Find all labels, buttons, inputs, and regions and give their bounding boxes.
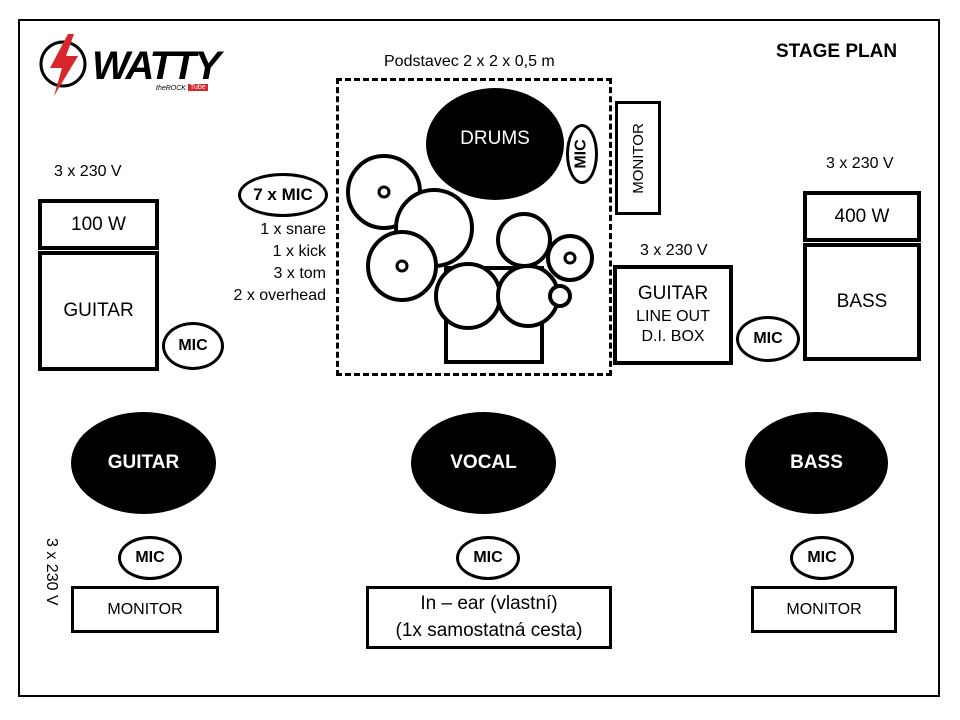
logo-wordmark: WATTY bbox=[92, 44, 221, 88]
mic-list-item: 1 x kick bbox=[272, 243, 326, 260]
page-title: STAGE PLAN bbox=[776, 41, 898, 62]
left-guitar-mic: MIC bbox=[162, 322, 224, 370]
mic-list-item: 3 x tom bbox=[273, 265, 326, 282]
in-ear-box: In – ear (vlastní) (1x samostatná cesta) bbox=[366, 586, 612, 649]
drum-monitor: MONITOR bbox=[615, 101, 661, 215]
bass-cabinet: BASS bbox=[803, 243, 921, 361]
watty-logo: WATTY theROCK Tube bbox=[36, 34, 221, 100]
logo-tagline: theROCK bbox=[156, 85, 186, 92]
di-box-line-2: LINE OUT bbox=[636, 307, 710, 325]
drums-label: DRUMS bbox=[460, 128, 530, 149]
left-guitar-amp-head: 100 W bbox=[38, 199, 159, 250]
front-left-mic: MIC bbox=[118, 536, 182, 580]
stage-frame bbox=[18, 19, 940, 697]
lightning-bolt-icon bbox=[39, 34, 87, 96]
center-guitar-power: 3 x 230 V bbox=[640, 242, 708, 259]
drum-mic-group: 7 x MIC bbox=[238, 173, 328, 217]
di-box-line-1: GUITAR bbox=[637, 282, 709, 304]
logo-badge: Tube bbox=[188, 84, 208, 91]
bass-power: 3 x 230 V bbox=[826, 155, 894, 172]
riser-label: Podstavec 2 x 2 x 0,5 m bbox=[384, 53, 555, 70]
front-right-monitor: MONITOR bbox=[751, 586, 897, 633]
front-left-power: 3 x 230 V bbox=[43, 538, 60, 606]
mic-list-item: 1 x snare bbox=[260, 221, 326, 238]
drum-snare bbox=[434, 262, 502, 330]
guitar-performer: GUITAR bbox=[71, 412, 216, 514]
drum-tom-2 bbox=[496, 212, 552, 268]
drums-position: DRUMS bbox=[426, 88, 564, 200]
drum-mic-list: 1 x snare 1 x kick 3 x tom 2 x overhead bbox=[208, 219, 326, 307]
bass-mic: MIC bbox=[736, 316, 800, 362]
drum-ride bbox=[366, 230, 438, 302]
drum-hihat bbox=[546, 234, 594, 282]
left-guitar-cabinet: GUITAR bbox=[38, 251, 159, 371]
drums-mic: MIC bbox=[566, 124, 598, 184]
in-ear-line-1: In – ear (vlastní) bbox=[420, 592, 558, 614]
drum-splash bbox=[548, 284, 572, 308]
front-center-mic: MIC bbox=[456, 536, 520, 580]
left-guitar-power: 3 x 230 V bbox=[54, 163, 122, 180]
bass-performer: BASS bbox=[745, 412, 888, 514]
vocal-performer: VOCAL bbox=[411, 412, 556, 514]
bass-amp-head: 400 W bbox=[803, 191, 921, 242]
drum-kit bbox=[346, 154, 594, 364]
guitar-di-box: GUITAR LINE OUT D.I. BOX bbox=[613, 265, 733, 365]
di-box-line-3: D.I. BOX bbox=[641, 328, 705, 346]
in-ear-line-2: (1x samostatná cesta) bbox=[395, 619, 583, 641]
front-left-monitor: MONITOR bbox=[71, 586, 219, 633]
mic-list-item: 2 x overhead bbox=[233, 287, 326, 304]
front-right-mic: MIC bbox=[790, 536, 854, 580]
drum-riser bbox=[336, 78, 612, 376]
